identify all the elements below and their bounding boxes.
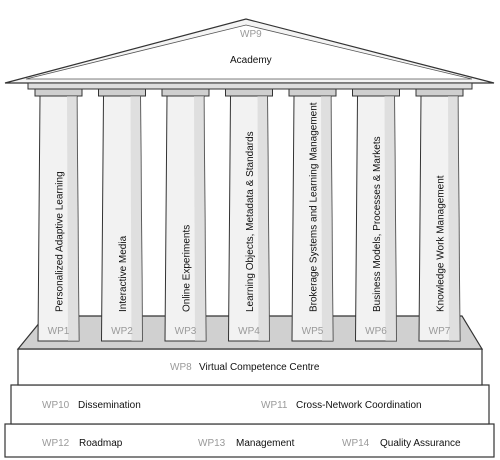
pillar-label: Knowledge Work Management xyxy=(436,175,447,312)
wp14-code: WP14 xyxy=(342,438,370,449)
pillar-label: Business Models, Processes & Markets xyxy=(372,136,383,312)
pillar-shade xyxy=(67,96,79,341)
wp13-code: WP13 xyxy=(198,438,226,449)
roof-cornice xyxy=(27,82,473,90)
pillar-capital xyxy=(288,88,337,97)
wp8-label: Virtual Competence Centre xyxy=(199,362,320,373)
pillar-code: WP4 xyxy=(238,326,260,337)
pillar-shade xyxy=(130,96,143,341)
pillar-shade xyxy=(384,96,397,341)
tier-middle: WP10 Dissemination WP11 Cross-Network Co… xyxy=(10,384,490,425)
pillar-code: WP6 xyxy=(365,326,387,337)
pillar-label: Interactive Media xyxy=(118,235,129,312)
pillars: Personalized Adaptive LearningWP1Interac… xyxy=(34,88,464,342)
wp12-code: WP12 xyxy=(42,438,70,449)
wp12-label: Roadmap xyxy=(79,438,123,449)
wp10-code: WP10 xyxy=(42,400,70,411)
pillar-label: Personalized Adaptive Learning xyxy=(55,171,66,312)
tier-top: WP8 Virtual Competence Centre xyxy=(17,348,483,386)
pillar-shade xyxy=(448,96,460,341)
pillar-shade xyxy=(321,96,333,341)
wp11-label: Cross-Network Coordination xyxy=(296,400,422,411)
wp11-code: WP11 xyxy=(261,400,288,411)
pillar-label: Learning Objects, Metadata & Standards xyxy=(245,131,256,312)
step-bottom xyxy=(4,423,495,458)
roof-inner xyxy=(25,24,473,80)
pillar-shade xyxy=(194,96,206,341)
tier-bottom: WP12 Roadmap WP13 Management WP14 Qualit… xyxy=(4,423,495,458)
pillar-capital xyxy=(415,88,464,97)
wp9-label: Academy xyxy=(230,55,272,66)
pillar-capital xyxy=(98,88,146,97)
wp13-label: Management xyxy=(236,438,295,449)
pillar-code: WP7 xyxy=(429,326,451,337)
pillar-code: WP3 xyxy=(175,326,197,337)
pillar-code: WP1 xyxy=(48,326,70,337)
wp14-label: Quality Assurance xyxy=(380,438,461,449)
pillar-capital xyxy=(352,88,400,97)
wp9-code: WP9 xyxy=(240,29,262,40)
pillar-capital xyxy=(34,88,83,97)
pillar-wp5: Brokerage Systems and Learning Managemen… xyxy=(288,88,337,342)
pillar-label: Online Experiments xyxy=(182,225,193,312)
pillar-wp4: Learning Objects, Metadata & StandardsWP… xyxy=(225,88,273,342)
pillar-label: Brokerage Systems and Learning Managemen… xyxy=(309,102,320,312)
roof: WP9 Academy xyxy=(4,18,495,90)
step-middle xyxy=(10,384,490,425)
pillar-capital xyxy=(161,88,210,97)
wp10-label: Dissemination xyxy=(78,400,141,411)
pillar-code: WP2 xyxy=(111,326,133,337)
pillar-capital xyxy=(225,88,273,97)
pillar-shade xyxy=(257,96,270,341)
wp8-code: WP8 xyxy=(170,362,192,373)
pillar-code: WP5 xyxy=(302,326,324,337)
